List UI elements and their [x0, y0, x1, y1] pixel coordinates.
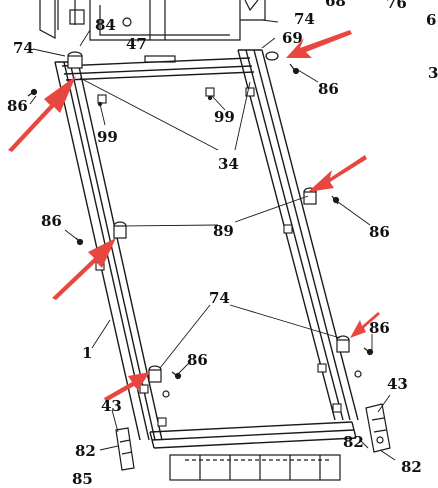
arrow-lower-right [350, 312, 380, 338]
cushions [67, 51, 350, 383]
part-label-84: 84 [95, 16, 116, 34]
part-label-74: 74 [13, 39, 34, 57]
part-label-69: 69 [282, 29, 303, 47]
part-label-74-top: 74 [294, 10, 315, 28]
leader-lines [29, 19, 396, 461]
part-label-85: 85 [72, 470, 93, 488]
lower-left-bracket [115, 427, 135, 471]
lower-right-bracket [365, 403, 391, 453]
part-label-82-left: 82 [75, 442, 96, 460]
part-label-86-lower-right: 86 [369, 319, 390, 337]
frame-right-rail [237, 49, 359, 421]
screws [27, 63, 374, 398]
arrow-lower-left [104, 372, 150, 402]
bottom-crossbar [149, 421, 357, 449]
part-label-34: 34 [218, 155, 239, 173]
part-label-43-right: 43 [387, 375, 408, 393]
arrow-top-left [8, 76, 76, 152]
part-label-86-upper-right: 86 [318, 80, 339, 98]
brackets [95, 87, 342, 427]
part-label-68: 68 [325, 0, 346, 10]
part-label-6: 6 [426, 11, 437, 29]
part-label-89: 89 [213, 222, 234, 240]
part-label-99-left: 99 [97, 128, 118, 146]
part-label-43-left: 43 [101, 397, 122, 415]
part-label-82-right: 82 [401, 458, 422, 476]
highlight-arrows [8, 30, 380, 402]
part-label-76: 76 [386, 0, 407, 12]
part-label-82-center: 82 [343, 433, 364, 451]
part-label-99-right: 99 [214, 108, 235, 126]
part-label-3: 3 [428, 64, 438, 82]
arrow-top-right [286, 30, 352, 58]
part-label-47: 47 [126, 35, 147, 53]
part-label-74-lower: 74 [209, 289, 230, 307]
part-label-1: 1 [82, 344, 93, 362]
frame-drawing [8, 0, 396, 481]
part-label-86-mid-right: 86 [369, 223, 390, 241]
bottom-roller [169, 454, 341, 481]
top-crossbar [61, 57, 255, 81]
part-label-86-mid-left: 86 [41, 212, 62, 230]
part-label-86-upper-left: 86 [7, 97, 28, 115]
arrow-mid-left [52, 238, 116, 300]
exploded-frame-diagram: 74 84 47 68 76 6 74 69 3 86 86 99 99 34 … [7, 0, 438, 487]
arrow-mid-right [308, 155, 367, 192]
part-label-86-lower-mid: 86 [187, 351, 208, 369]
